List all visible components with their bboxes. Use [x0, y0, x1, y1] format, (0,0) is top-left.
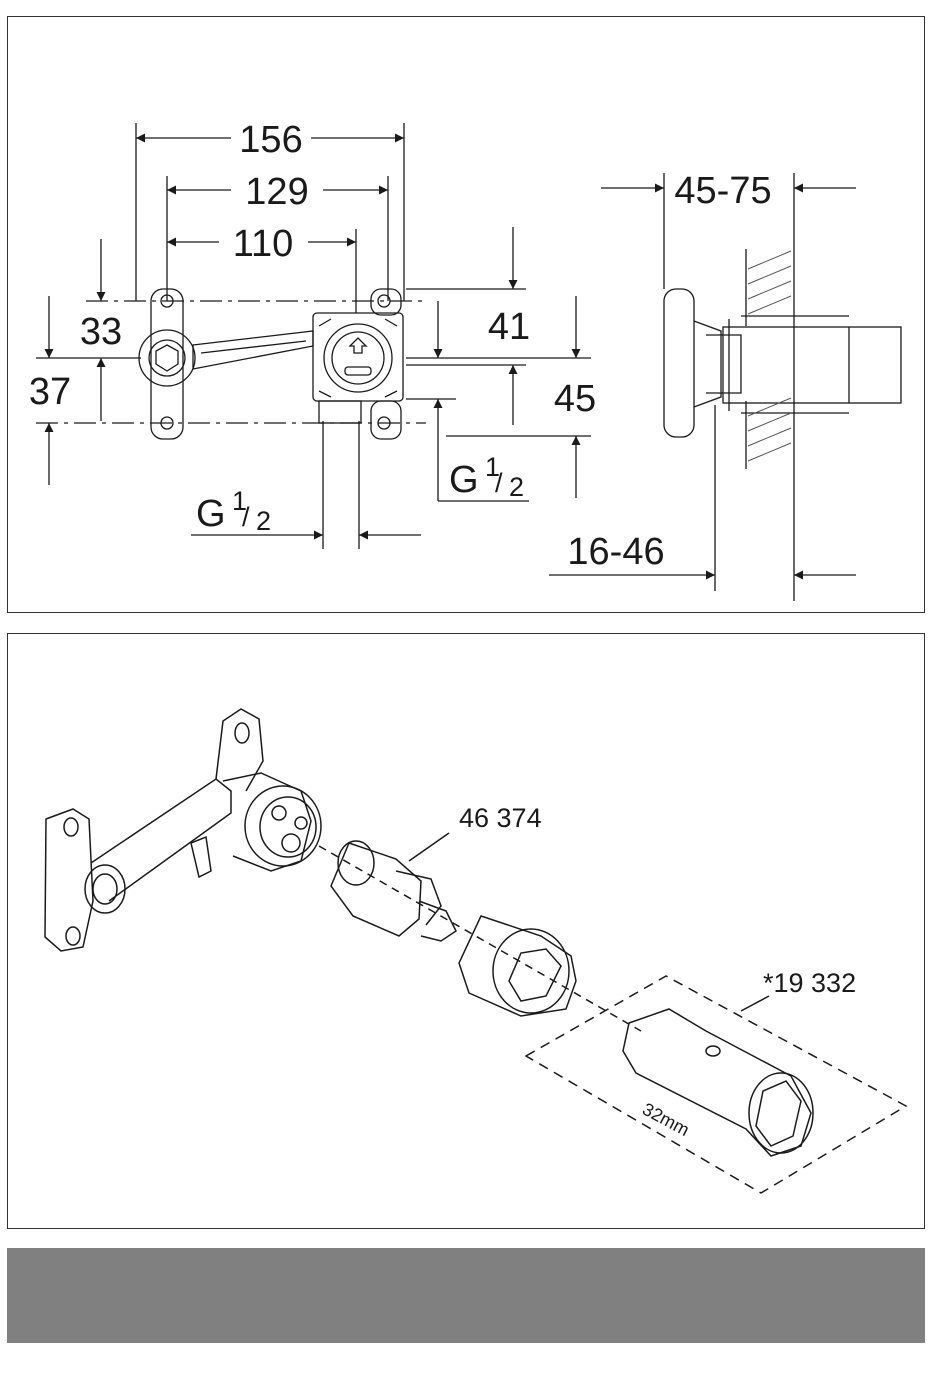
tool-box [526, 976, 906, 1193]
label-cartridge: 46 374 [459, 803, 542, 833]
dim-37: 37 [29, 371, 71, 413]
svg-text:/: / [242, 502, 250, 532]
dim-110: 110 [233, 223, 294, 265]
thread-label-bottom: G 1 / 2 [196, 486, 271, 536]
dim-41: 41 [488, 306, 530, 348]
exploded-view-panel: 46 374 *19 332 32mm [7, 633, 925, 1229]
svg-text:G: G [449, 459, 479, 501]
dim-45-75: 45-75 [674, 170, 771, 212]
dimension-drawing: 156 129 110 33 37 41 45 45-75 16-46 G 1 … [8, 17, 926, 614]
dim-129: 129 [245, 171, 308, 213]
label-tool-size: 32mm [639, 1099, 693, 1140]
exploded-view: 46 374 *19 332 32mm [8, 634, 926, 1230]
thread-label-right: G 1 / 2 [449, 452, 524, 502]
svg-text:2: 2 [256, 506, 271, 536]
dim-45: 45 [554, 378, 596, 420]
svg-text:G: G [196, 493, 226, 535]
assembly-axis [319, 846, 641, 1031]
socket-wrench [623, 1009, 813, 1156]
wall-body-housing [45, 709, 321, 951]
dimension-drawing-panel: 156 129 110 33 37 41 45 45-75 16-46 G 1 … [7, 16, 925, 613]
svg-text:/: / [495, 468, 503, 498]
dim-16-46: 16-46 [567, 531, 664, 573]
wall-hatching [748, 251, 791, 461]
footer-band [7, 1248, 925, 1343]
cartridge [331, 833, 456, 941]
sleeve-nut [459, 916, 576, 1016]
svg-text:2: 2 [509, 472, 524, 502]
label-tool: *19 332 [763, 968, 856, 998]
dim-33: 33 [80, 311, 122, 353]
dim-156: 156 [239, 119, 302, 161]
